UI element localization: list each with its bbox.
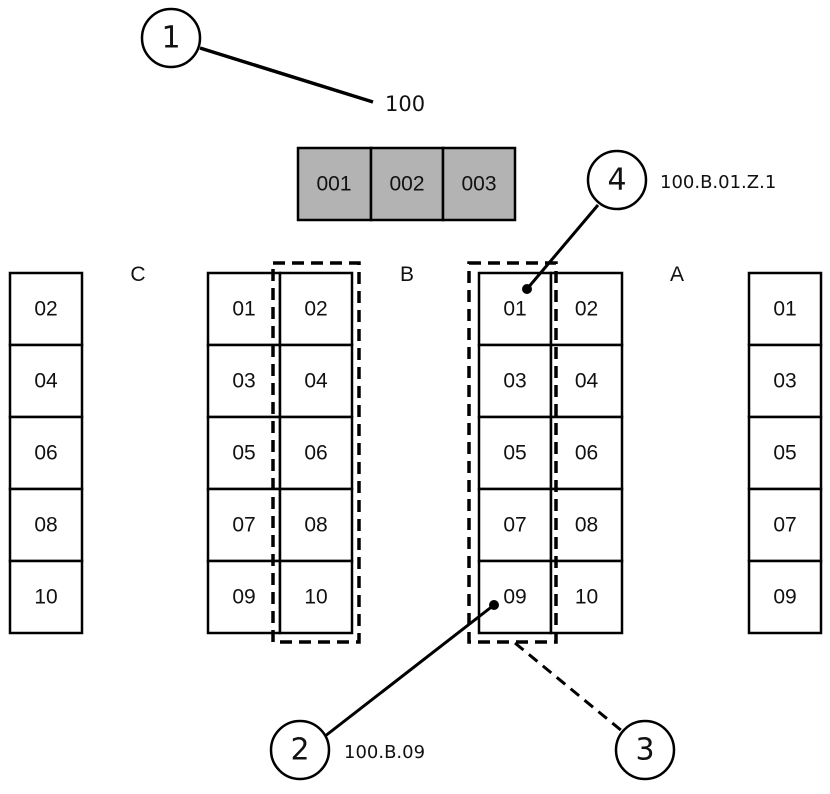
zone-label-003: 003 [461,173,496,196]
rack-cell-label: 08 [575,514,598,537]
zone-box-003 [441,146,517,222]
rack-cell-label: 09 [773,586,796,609]
callout-leader-1 [199,46,374,104]
rack-cell-label: 08 [34,514,57,537]
dashed-highlight-right [467,261,558,644]
location-label-b09: 100.B.09 [344,742,425,763]
callout-leader-4 [525,204,600,290]
rack-cell-label: 05 [773,442,796,465]
callout-number-1: 1 [161,21,180,56]
callout-number-4: 4 [607,163,626,198]
rack-cell [8,271,84,347]
rack-cell-label: 09 [232,586,255,609]
callout-circle-3 [614,719,676,781]
rack-cell-label: 10 [34,586,57,609]
rack-cell-label: 09 [503,586,526,609]
callout-circle-1 [140,7,202,69]
zone-group: 001 002 003 [296,146,517,222]
rack-cell [747,559,823,635]
rack-cell-label: 02 [34,298,57,321]
rack-cell-label: 01 [773,298,796,321]
rack-cell-label: 06 [575,442,598,465]
callout-4: 4 100.B.01.Z.1 [522,149,776,294]
zone-box-001 [296,146,373,222]
aisle-label-a: A [670,263,684,286]
rack-cell [206,487,282,563]
rack-cell-label: 01 [232,298,255,321]
building-label: 100 [385,92,425,116]
location-label-b01z1: 100.B.01.Z.1 [660,172,776,193]
rack-cell [747,343,823,419]
rack-cell [477,415,553,491]
rack-cell [549,559,624,635]
rack-cell-label: 02 [575,298,598,321]
rack-cell-label: 03 [503,370,526,393]
rack-cell-label: 03 [773,370,796,393]
rack-cell [477,271,553,347]
rack-cell [206,343,282,419]
callout-leader-2 [319,603,495,742]
rack-column-mid-left-b: 02 04 06 08 10 [278,271,354,635]
rack-cell-label: 05 [232,442,255,465]
callout-leader-3 [514,641,623,733]
rack-cell [206,559,282,635]
rack-cell-label: 07 [773,514,796,537]
rack-cell [477,559,553,635]
zone-label-001: 001 [316,173,351,196]
callout-dot-2 [489,600,499,610]
callout-number-2: 2 [290,733,309,768]
rack-cell-label: 02 [304,298,327,321]
rack-cell-label: 08 [304,514,327,537]
aisle-label-c: C [130,263,145,286]
rack-column-mid-right-a: 01 03 05 07 09 [477,271,553,635]
rack-cell [278,271,354,347]
zone-label-002: 002 [389,173,424,196]
dashed-highlight-left [271,261,361,644]
aisle-label-b: B [400,263,414,286]
callout-circle-4 [586,149,648,211]
callout-dot-4 [522,284,532,294]
rack-cell-label: 10 [304,586,327,609]
rack-column-mid-right-b: 02 04 06 08 10 [549,271,624,635]
rack-cell [747,415,823,491]
rack-column-mid-left-a: 01 03 05 07 09 [206,271,282,635]
rack-cell [8,559,84,635]
rack-cell-label: 05 [503,442,526,465]
rack-cell [549,487,624,563]
callout-number-3: 3 [635,733,654,768]
zone-box-002 [369,146,445,222]
rack-cell [278,487,354,563]
rack-column-far-left: 02 04 06 08 10 [8,271,84,635]
rack-cell-label: 07 [503,514,526,537]
rack-cell-label: 10 [575,586,598,609]
callout-1: 1 100 [140,7,425,116]
rack-cell-label: 04 [34,370,58,393]
rack-cell [477,343,553,419]
rack-cell [747,271,823,347]
rack-cell-label: 06 [304,442,327,465]
rack-cell-label: 04 [575,370,599,393]
rack-cell-label: 04 [304,370,328,393]
callout-2: 2 100.B.09 [269,600,499,781]
callout-3: 3 [514,641,676,781]
callout-circle-2 [269,719,331,781]
rack-cell [278,415,354,491]
rack-cell-label: 07 [232,514,255,537]
rack-cell-label: 06 [34,442,57,465]
rack-column-far-right: 01 03 05 07 09 [747,271,823,635]
rack-cell [549,271,624,347]
rack-cell [477,487,553,563]
rack-cell [8,415,84,491]
rack-cell-label: 03 [232,370,255,393]
rack-cell [278,559,354,635]
rack-cell [549,415,624,491]
rack-columns: 02 04 06 08 10 01 03 05 07 09 02 04 06 08 10 01 03 05 07 09… [8,271,823,635]
rack-cell-label: 01 [503,298,526,321]
